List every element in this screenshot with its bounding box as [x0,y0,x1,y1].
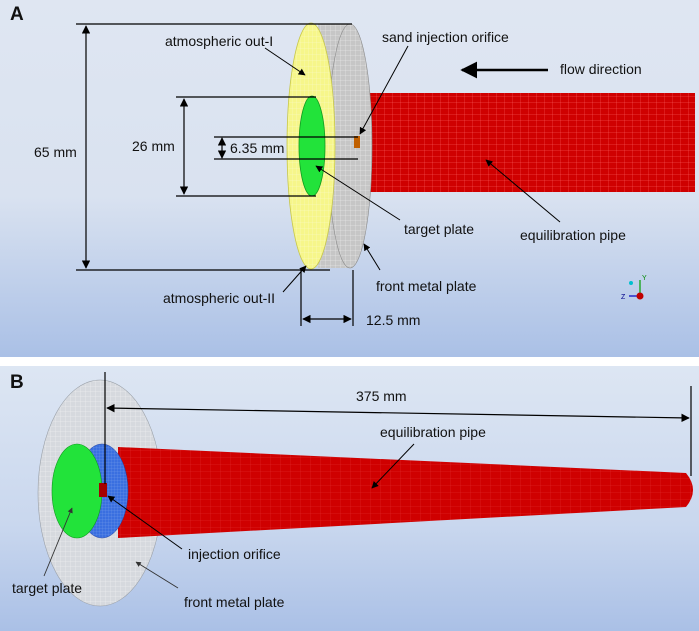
leader-front-metal-plate-a [363,243,381,271]
label-equilibration-pipe-a: equilibration pipe [520,227,626,243]
equilibration-pipe-b [118,447,693,538]
label-target-plate-a: target plate [404,221,474,237]
leader-target-plate-b [43,507,73,577]
leader-atm-out-2 [282,265,307,293]
dim-125mm [300,270,354,326]
panel-a-letter: A [10,4,24,25]
label-sand-orifice: sand injection orifice [382,29,509,45]
panel-b: B 375 mm equilibration pipe injection or… [0,366,699,631]
label-front-metal-plate-a: front metal plate [376,278,477,294]
label-front-metal-plate-b: front metal plate [184,594,285,610]
panel-a-diagram: A 65 mm 26 mm 6.35 mm 12.5 mm [10,4,695,328]
leader-front-metal-plate-b [135,561,179,589]
panel-b-diagram: B 375 mm equilibration pipe injection or… [10,372,693,610]
dim-635mm [214,136,358,160]
leader-equilibration-pipe-a [485,159,561,223]
label-635mm: 6.35 mm [230,140,284,156]
label-flow-direction: flow direction [560,61,642,77]
axis-z-label: Z [621,294,626,301]
leader-injection-orifice [107,495,183,550]
equilibration-pipe-a [348,93,695,192]
panel-b-letter: B [10,372,24,393]
target-plate-b [51,443,103,539]
label-65mm: 65 mm [34,144,77,160]
panel-a: A 65 mm 26 mm 6.35 mm 12.5 mm [0,0,699,357]
axis-y-label: Y [642,275,647,282]
label-26mm: 26 mm [132,138,175,154]
dim-375mm [104,372,692,484]
dim-26mm [176,96,316,197]
leader-sand-orifice [359,45,409,135]
leader-target-plate-a [315,165,401,221]
leader-equilibration-pipe-b [371,443,415,489]
dim-65mm [76,23,352,271]
axis-triad: Y Z [621,275,647,301]
label-atm-out-2: atmospheric out-II [163,290,275,306]
label-target-plate-b: target plate [12,580,82,596]
label-injection-orifice: injection orifice [188,546,281,562]
sand-orifice-a [354,136,360,148]
label-375mm: 375 mm [356,388,407,404]
label-125mm: 12.5 mm [366,312,420,328]
label-atm-out-1: atmospheric out-I [165,33,273,49]
injection-orifice-b [99,483,107,497]
leader-atm-out-1 [264,47,306,76]
target-plate-a [298,95,326,197]
label-equilibration-pipe-b: equilibration pipe [380,424,486,440]
